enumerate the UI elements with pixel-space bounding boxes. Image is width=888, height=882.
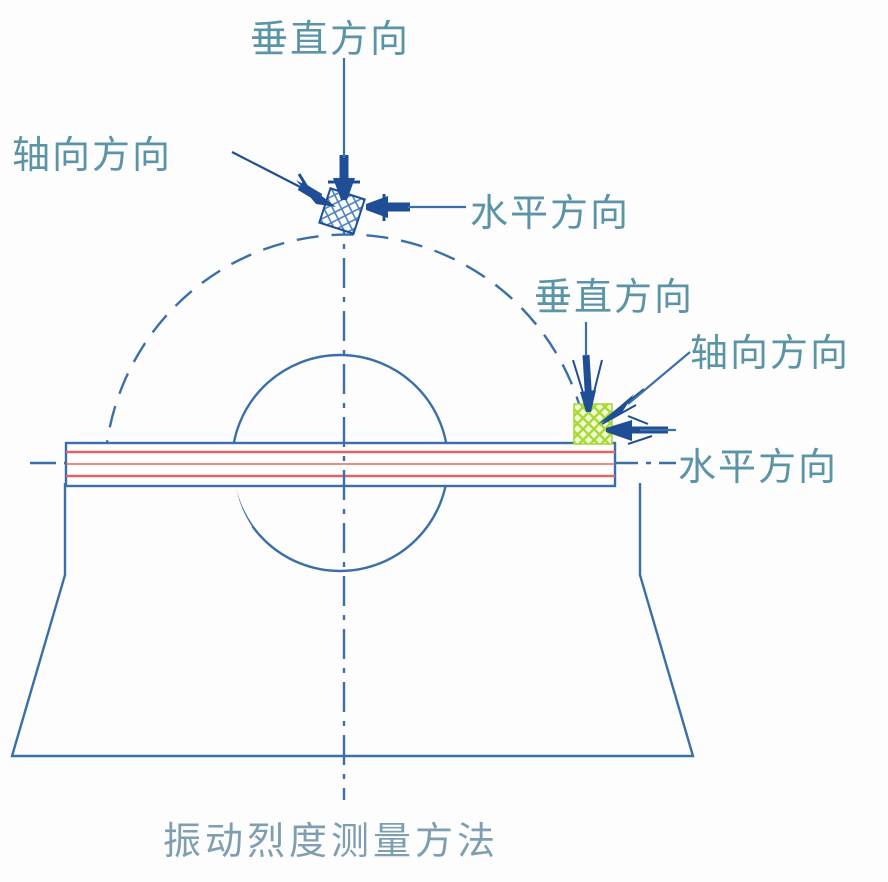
probe-axial-bearing [598,388,645,425]
label-axial-direction-bearing: 轴向方向 [690,331,851,375]
machine-base-trapezoid [10,483,695,758]
leader-axial-left [231,151,307,191]
probe-horizontal-top [366,194,410,221]
measurement-point-top [296,155,410,235]
label-vertical-direction-bearing: 垂直方向 [534,275,695,319]
dashed-casing-arc [103,233,592,463]
label-horizontal-direction-bearing: 水平方向 [678,445,839,489]
leader-axial-right [627,351,691,405]
probe-vertical-bearing [572,354,603,412]
label-vertical-direction-top: 垂直方向 [250,17,411,61]
probe-vertical-top [328,155,360,200]
horizontal-shaft-beam [64,441,617,488]
figure-caption: 振动烈度测量方法 [163,819,500,863]
label-axial-direction-top: 轴向方向 [12,133,173,177]
label-horizontal-direction-top: 水平方向 [470,191,631,235]
